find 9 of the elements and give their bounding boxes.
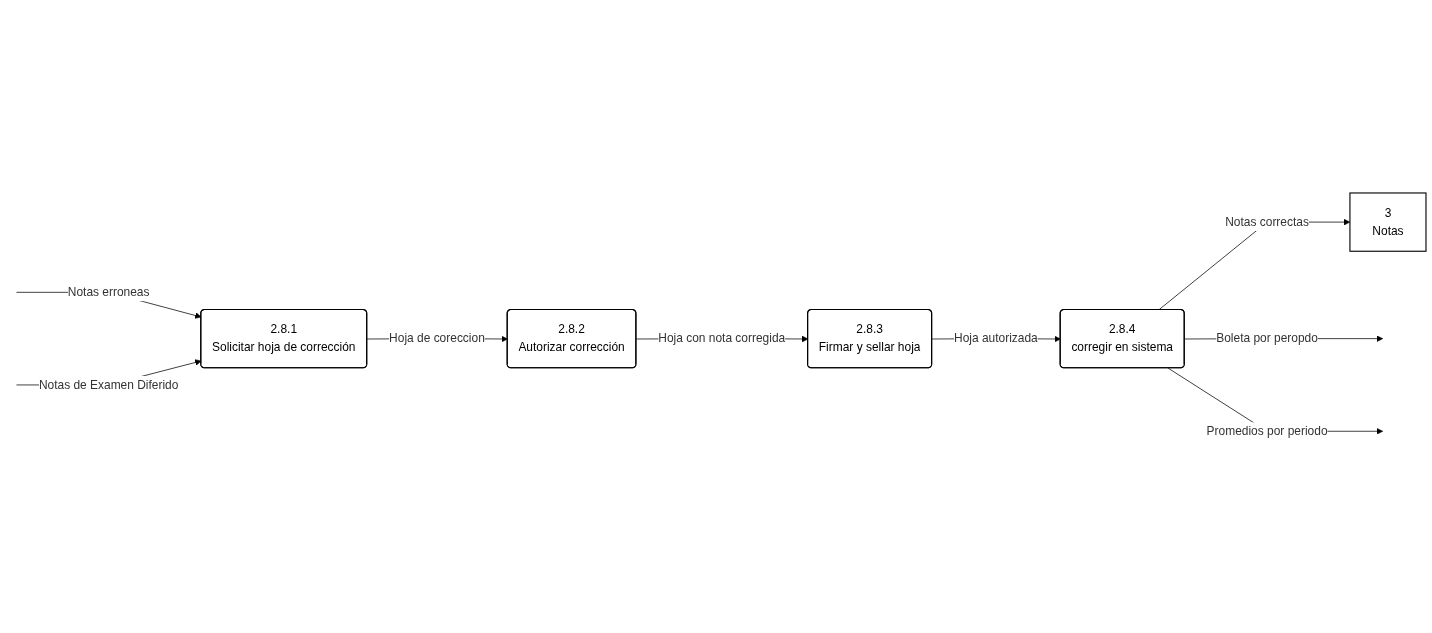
edge-label: Notas erroneas — [67, 285, 150, 299]
edge-label: Hoja con nota corregida — [658, 331, 786, 345]
edge-label: Promedios por periodo — [1206, 424, 1328, 438]
edge-label: Notas de Examen Diferido — [38, 378, 179, 391]
edge-label: Notas correctas — [1225, 215, 1309, 228]
edge-label: Boleta por peropdo — [1216, 331, 1318, 345]
edge-label: Hoja autorizada — [954, 331, 1038, 345]
node-box: 3 Notas — [1349, 192, 1427, 252]
edge-label: Hoja de coreccion — [389, 331, 485, 345]
